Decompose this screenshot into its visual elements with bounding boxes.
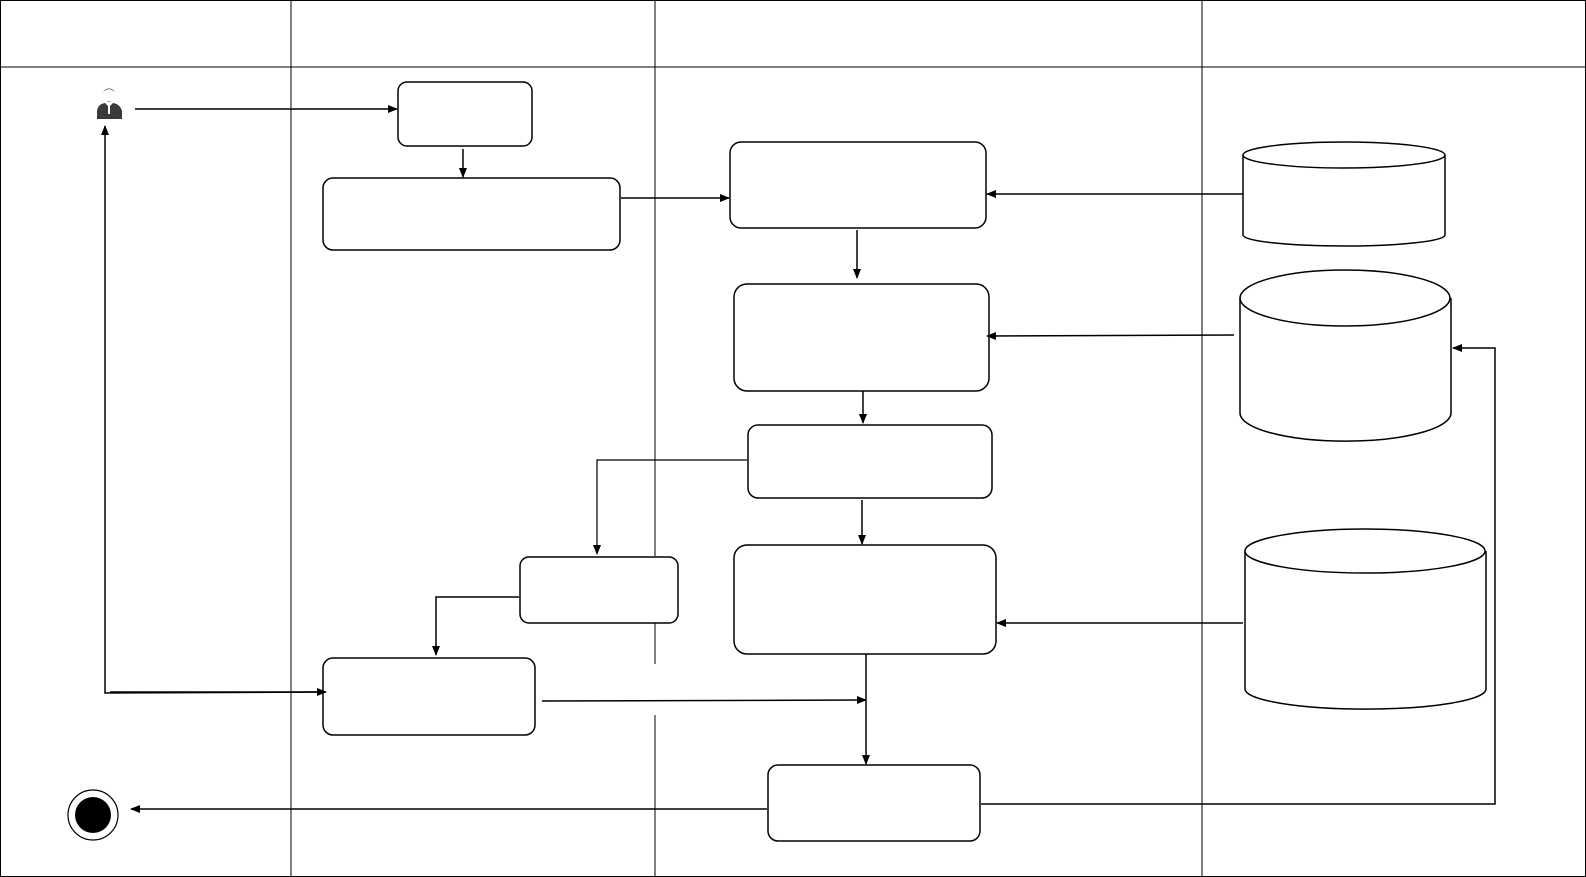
activity-node-7[interactable] bbox=[733, 544, 997, 655]
edge-act5-to-act6 bbox=[593, 459, 747, 555]
edge-act8-to-merge bbox=[541, 696, 867, 705]
activity-node-3[interactable] bbox=[729, 141, 987, 229]
user-icon bbox=[97, 88, 122, 119]
edge-act8-to-actor bbox=[101, 125, 326, 694]
activity-node-9[interactable] bbox=[767, 764, 981, 842]
final-node-icon bbox=[67, 789, 119, 841]
datastore-2[interactable] bbox=[1239, 269, 1452, 442]
edge-act6-to-act8 bbox=[432, 596, 519, 656]
datastore-1[interactable] bbox=[1242, 141, 1446, 247]
connectors bbox=[101, 105, 1496, 813]
activity-node-1[interactable] bbox=[397, 81, 533, 147]
activities bbox=[322, 81, 997, 842]
activity-node-6[interactable] bbox=[519, 556, 679, 624]
datastores bbox=[1239, 141, 1487, 710]
edge-act9-to-db2 bbox=[981, 344, 1496, 805]
activity-node-8[interactable] bbox=[322, 657, 536, 736]
datastore-3[interactable] bbox=[1244, 528, 1487, 710]
activity-node-5[interactable] bbox=[747, 424, 993, 499]
activity-node-4[interactable] bbox=[733, 283, 990, 392]
activity-node-2[interactable] bbox=[322, 177, 621, 251]
edge-db2-to-act4 bbox=[986, 331, 1235, 340]
